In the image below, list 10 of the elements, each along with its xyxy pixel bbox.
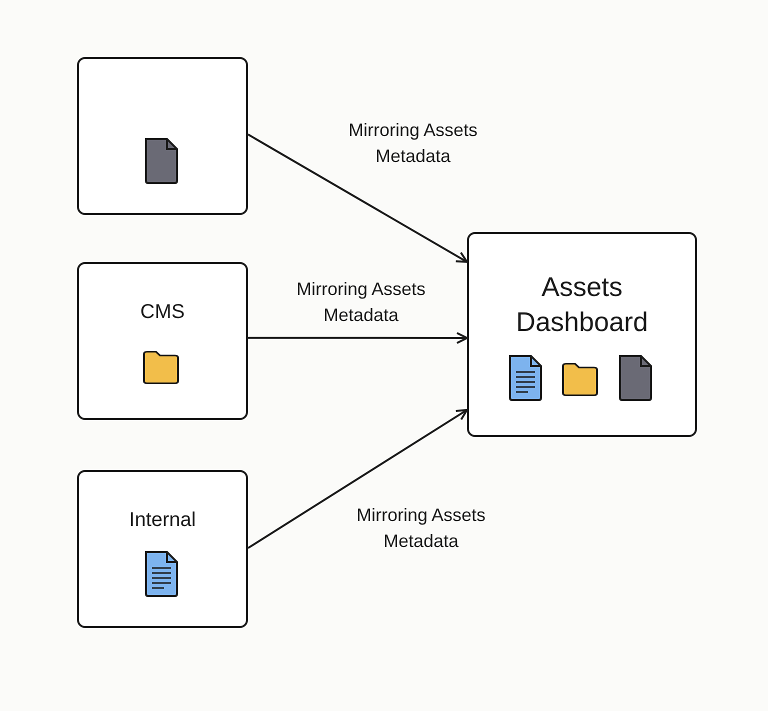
- source-box: [77, 57, 248, 215]
- arrow: [247, 408, 468, 549]
- node-title: Internal: [128, 508, 197, 533]
- node-title: Assets Dashboard: [514, 271, 650, 340]
- dashboard-box: [467, 232, 697, 437]
- source-box: [77, 262, 248, 420]
- arrow: [248, 134, 468, 263]
- node-title: CMS: [139, 300, 186, 325]
- arrow: [248, 332, 468, 344]
- source-box: [77, 470, 248, 628]
